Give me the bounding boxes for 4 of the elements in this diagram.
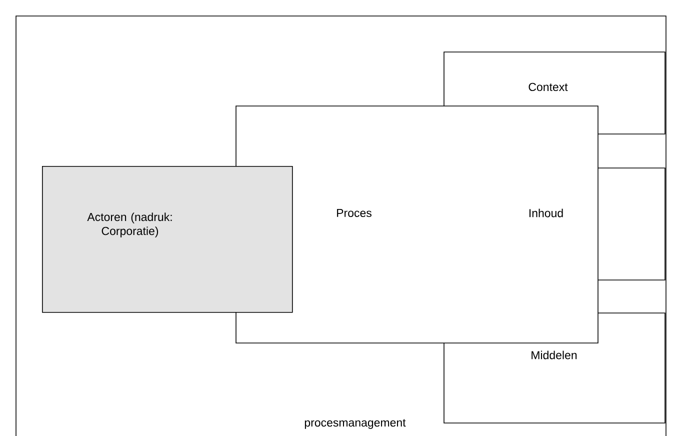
- process-box: Actoren (nadruk: Corporatie): [42, 166, 293, 313]
- process-box: Inhoud: [529, 168, 666, 280]
- process-box: Context: [444, 52, 666, 134]
- process-box: Middelen: [444, 312, 666, 424]
